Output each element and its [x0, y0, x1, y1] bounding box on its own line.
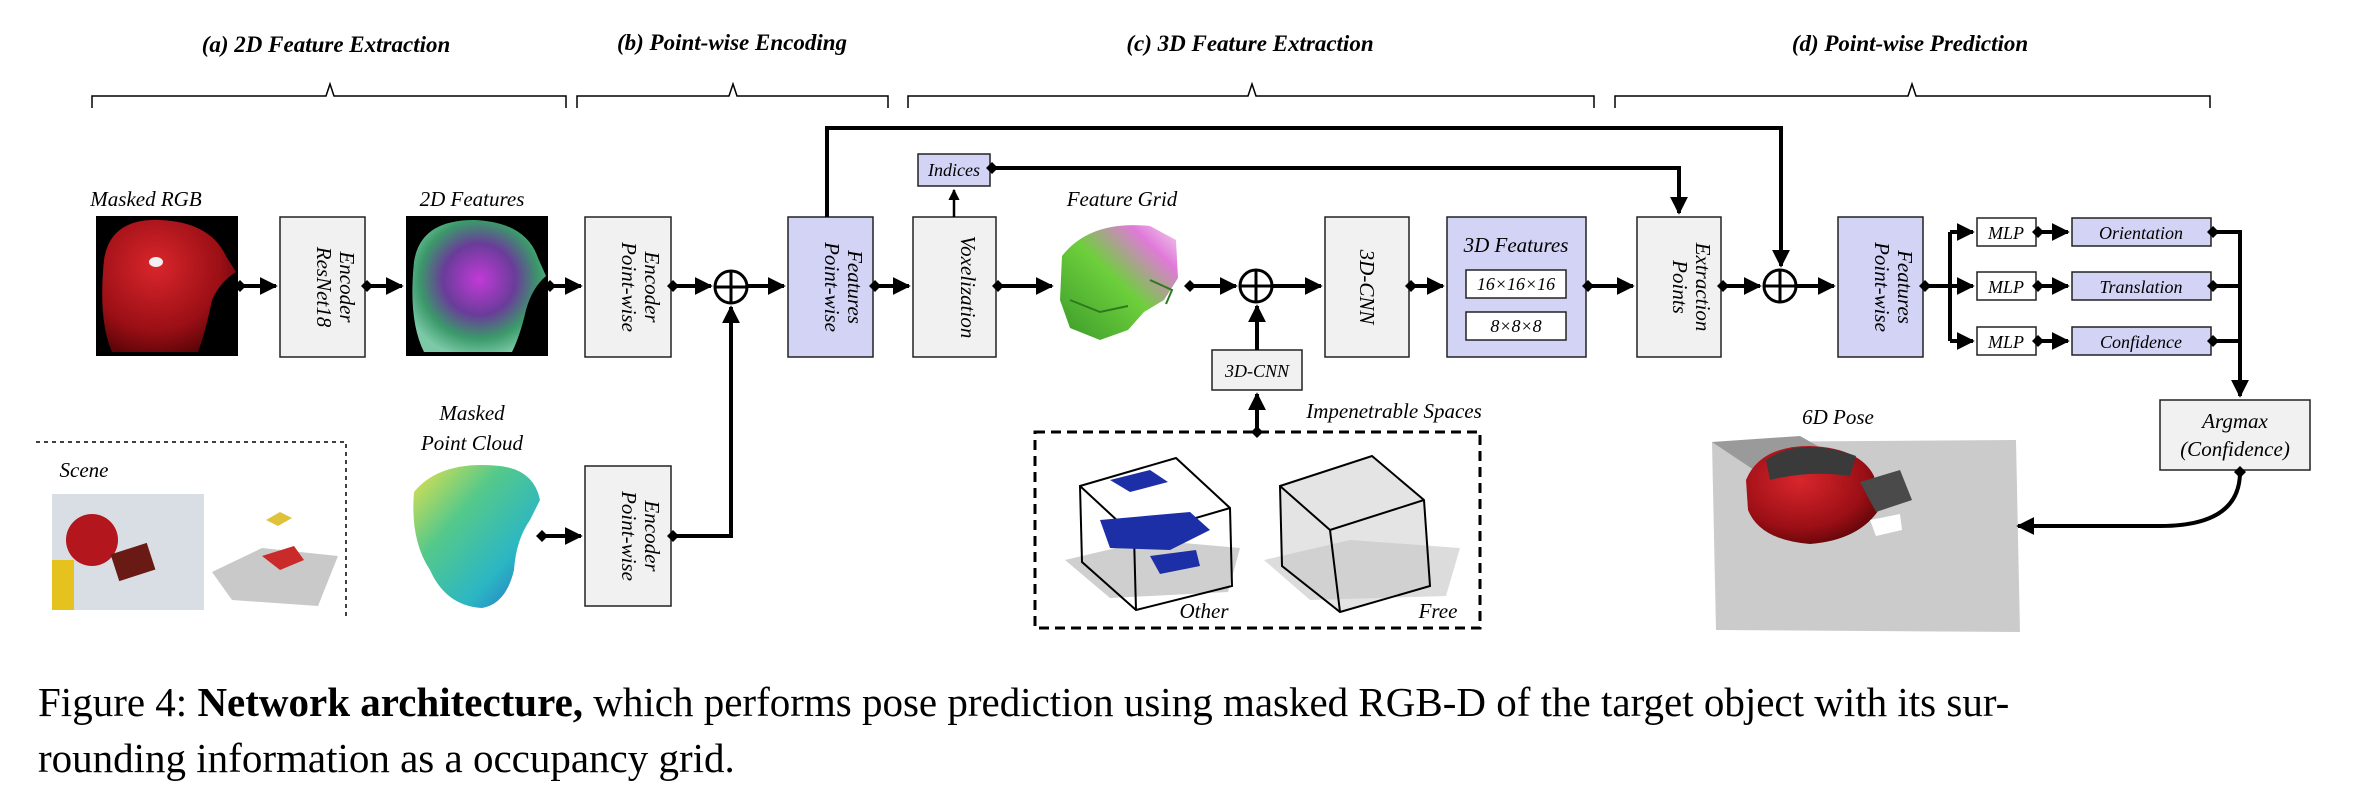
impenetrable-spaces-frame — [1033, 430, 1482, 630]
edge-outputs-to-argmax — [2207, 226, 2249, 398]
figure-caption: Figure 4: Network architecture, which pe… — [38, 674, 2338, 786]
label-masked-1: Masked — [438, 401, 505, 425]
occupancy-other-cube — [1065, 456, 1240, 612]
point-wise-features-1-label-1: Point-wise — [820, 241, 844, 332]
feature-grid-voxels — [1060, 225, 1178, 340]
label-scene: Scene — [60, 458, 109, 482]
caption-line1: which performs pose prediction using mas… — [593, 679, 2010, 725]
edge-encoder-bottom-to-concat — [667, 305, 740, 542]
mlp-orientation-label: MLP — [1987, 223, 2024, 243]
3d-cnn-main-label: 3D-CNN — [1355, 249, 1379, 326]
6d-pose-render — [1712, 436, 2020, 632]
3d-cnn-side-box — [1211, 349, 1303, 391]
voxelization-box — [912, 216, 997, 358]
indices-label: Indices — [927, 160, 980, 180]
point-wise-encoder-top-box — [584, 216, 672, 358]
brace-stage-c — [907, 81, 1595, 108]
label-impenetrable-spaces: Impenetrable Spaces — [1305, 399, 1482, 423]
confidence-box — [2071, 326, 2212, 356]
grid-8-box — [1465, 311, 1567, 341]
point-wise-encoder-top-label-1: Point-wise — [617, 241, 641, 332]
architecture-diagram: (a) 2D Feature Extraction (b) Point-wise… — [36, 30, 2311, 632]
mlp-translation-label: MLP — [1987, 277, 2024, 297]
3d-features-label: 3D Features — [1463, 233, 1569, 257]
brace-stage-d — [1614, 81, 2211, 108]
label-point-cloud: Point Cloud — [420, 431, 524, 455]
concat-node-1 — [713, 269, 749, 305]
point-wise-encoder-top-label-2: Encoder — [640, 250, 664, 323]
2d-features-image — [406, 216, 548, 356]
points-extraction-box — [1636, 216, 1722, 358]
point-wise-features-2-box — [1837, 216, 1924, 358]
scene-pointcloud — [212, 512, 338, 606]
grid-8-label: 8×8×8 — [1490, 316, 1541, 336]
points-extraction-label-1: Points — [1668, 259, 1692, 314]
masked-rgb-image — [96, 216, 238, 356]
resnet18-encoder-box — [279, 216, 366, 358]
label-other: Other — [1180, 599, 1230, 623]
3d-cnn-main-box — [1324, 216, 1410, 358]
resnet18-encoder-label-2: Encoder — [335, 250, 359, 323]
occupancy-free-cube — [1264, 454, 1460, 614]
label-feature-grid: Feature Grid — [1066, 187, 1178, 211]
stage-title-point-wise-encoding: (b) Point-wise Encoding — [617, 30, 847, 55]
caption-prefix: Figure 4: — [38, 679, 188, 725]
label-free: Free — [1418, 599, 1458, 623]
label-6d-pose: 6D Pose — [1802, 405, 1874, 429]
voxelization-label: Voxelization — [956, 236, 980, 339]
point-wise-encoder-bottom-label-2: Encoder — [640, 499, 664, 572]
point-wise-features-2-label-2: Features — [1893, 249, 1917, 324]
resnet18-encoder-label-1: ResNet18 — [312, 246, 336, 328]
points-extraction-label-2: Extraction — [1691, 242, 1715, 332]
masked-point-cloud-image — [413, 465, 540, 608]
scene-photo — [52, 494, 204, 610]
3d-cnn-side-label: 3D-CNN — [1224, 361, 1290, 381]
argmax-box — [2159, 399, 2311, 471]
point-wise-encoder-bottom-label-1: Point-wise — [617, 490, 641, 581]
point-wise-features-1-label-2: Features — [843, 249, 867, 324]
argmax-label-1: Argmax — [2200, 409, 2268, 433]
mlp-translation-box — [1976, 271, 2037, 301]
edge-argmax-to-6d-pose — [2016, 466, 2246, 535]
point-wise-features-2-label-1: Point-wise — [1870, 241, 1894, 332]
mlp-confidence-label: MLP — [1987, 332, 2024, 352]
concat-node-3 — [1762, 268, 1798, 304]
brace-stage-b — [576, 81, 889, 108]
concat-node-2 — [1238, 268, 1274, 304]
caption-bold: Network architecture, — [197, 679, 584, 725]
brace-stage-a — [91, 81, 567, 108]
stage-title-2d-feature-extraction: (a) 2D Feature Extraction — [202, 32, 451, 57]
translation-label: Translation — [2099, 277, 2182, 297]
translation-box — [2071, 271, 2212, 301]
edge-skip-to-concat-3 — [825, 126, 1790, 268]
scene-inset-frame — [36, 441, 347, 616]
stage-title-point-wise-prediction: (d) Point-wise Prediction — [1792, 31, 2028, 56]
edge-indices-to-points-extraction — [986, 162, 1688, 215]
argmax-label-2: (Confidence) — [2180, 437, 2290, 461]
grid-16-box — [1465, 269, 1567, 299]
mlp-confidence-box — [1976, 326, 2037, 356]
label-masked-rgb: Masked RGB — [89, 187, 202, 211]
mlp-orientation-box — [1976, 217, 2037, 247]
label-2d-features: 2D Features — [420, 187, 525, 211]
stage-title-3d-feature-extraction: (c) 3D Feature Extraction — [1126, 31, 1373, 56]
caption-line2: rounding information as a occupancy grid… — [38, 735, 735, 781]
orientation-label: Orientation — [2099, 223, 2183, 243]
confidence-label: Confidence — [2100, 332, 2182, 352]
grid-16-label: 16×16×16 — [1477, 274, 1555, 294]
